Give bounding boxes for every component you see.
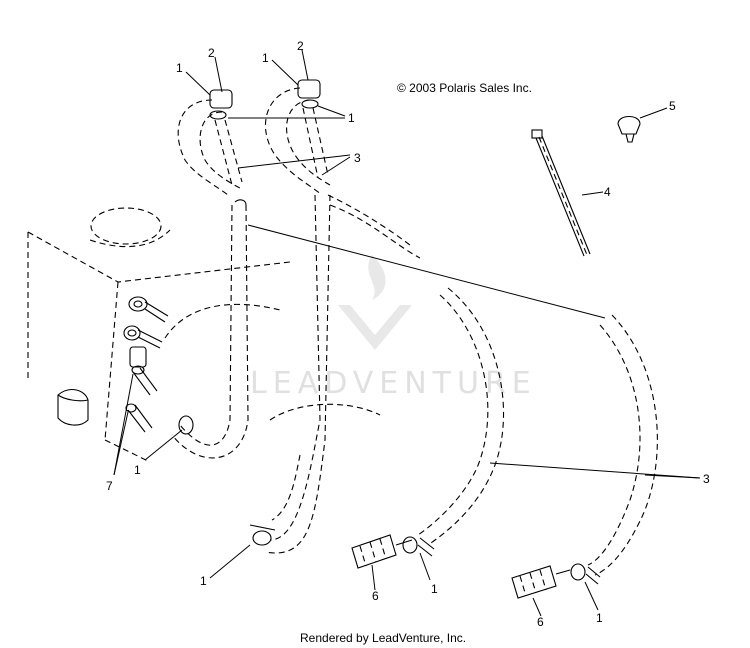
callout-1-g: 1: [596, 611, 603, 625]
callouts: 1 2 1 2 1 3 4 5 7 1 3 1 6 1 6 1: [106, 39, 710, 629]
clamp-left-top: [209, 110, 227, 120]
leadventure-watermark: LEADVENTURE: [250, 255, 537, 401]
filter-right: [511, 563, 601, 599]
callout-1-b: 1: [262, 51, 269, 65]
copyright-notice: © 2003 Polaris Sales Inc.: [397, 81, 532, 95]
footer-credit: Rendered by LeadVenture, Inc.: [300, 631, 466, 645]
filter-left: [351, 534, 435, 569]
clip: [617, 115, 641, 143]
callout-6-b: 6: [537, 615, 544, 629]
callout-1-d: 1: [134, 463, 141, 477]
strap: [531, 129, 591, 257]
vent-hose-right: [249, 79, 331, 554]
clamp-left-bottom: [178, 415, 194, 435]
callout-1-f: 1: [431, 582, 438, 596]
callout-1-c: 1: [348, 111, 355, 125]
clamp-bottom-center: [252, 530, 272, 546]
callout-1-e: 1: [200, 574, 207, 588]
callout-3-a: 3: [354, 151, 361, 165]
vent-hose-left: [171, 89, 249, 459]
callout-5: 5: [669, 99, 676, 113]
callout-1-a: 1: [176, 61, 183, 75]
elbow-fitting-right: [297, 79, 321, 99]
callout-2-b: 2: [297, 39, 304, 53]
clamp-right-top: [301, 99, 319, 109]
callout-6-a: 6: [372, 589, 379, 603]
leader-lines: [113, 49, 701, 617]
callout-3-b: 3: [703, 472, 710, 486]
filler-neck: [90, 207, 162, 245]
fuel-tank: [27, 207, 381, 463]
callout-2-a: 2: [208, 46, 215, 60]
long-hose-sweep: [247, 194, 658, 576]
callout-7: 7: [106, 479, 113, 493]
tank-fittings: [57, 296, 169, 433]
watermark-text: LEADVENTURE: [250, 366, 537, 401]
callout-4: 4: [604, 185, 611, 199]
elbow-fitting-left: [209, 89, 233, 109]
